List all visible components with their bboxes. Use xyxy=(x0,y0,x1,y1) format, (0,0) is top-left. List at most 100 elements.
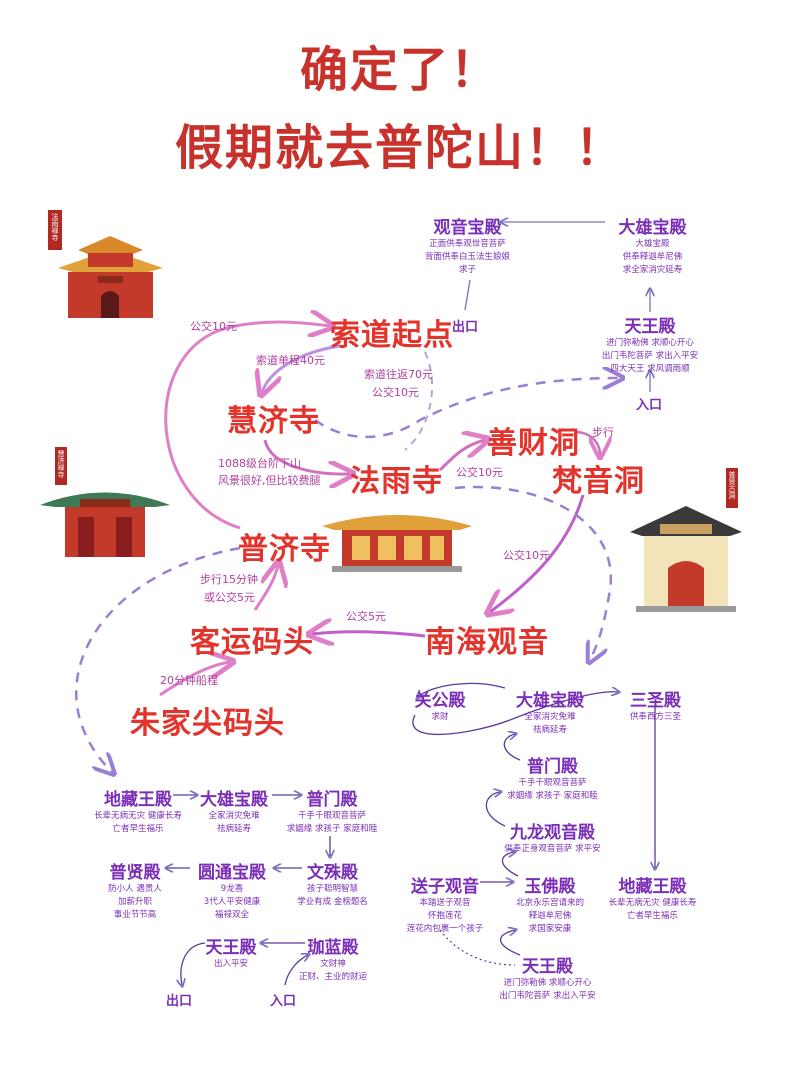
route-shancai-to-fanyin xyxy=(574,430,600,455)
hall-name: 天王殿 xyxy=(205,938,257,958)
hall-desc-1: 正面供奉观世音菩萨 xyxy=(429,239,506,249)
hall-name: 普门殿 xyxy=(306,790,358,810)
hall-desc-2: 怀抱莲花 xyxy=(427,911,462,921)
pj-hall-qielan: 珈蓝殿 文财神 正财、主业的财运 xyxy=(293,933,373,984)
fayu-entry: 入口 xyxy=(636,398,663,413)
node-puji: 普济寺 xyxy=(238,532,331,567)
hall-desc-3: 福禄双全 xyxy=(214,910,249,920)
hall-desc-2: 正财、主业的财运 xyxy=(298,972,367,982)
hall-name: 地藏王殿 xyxy=(618,877,687,897)
dash-puji-to-puji-temple xyxy=(75,546,241,772)
hall-desc-1: 全家消灾免难 xyxy=(524,712,576,722)
note-bus10-c: 公交10元 xyxy=(456,466,503,479)
note-walk: 步行 xyxy=(592,426,614,439)
nh-hall-pumen: 普门殿 千手千眼观音菩萨 求姻缘 求孩子 家庭和睦 xyxy=(495,752,610,803)
fayu-hall-tianwang: 天王殿 进门弥勒佛 求顺心开心 出门韦陀菩萨 求出入平安 四大天王 求风调雨顺 xyxy=(595,312,705,376)
hall-desc-2: 供奉释迦牟尼佛 xyxy=(622,252,683,262)
hall-desc-1: 全家消灾免难 xyxy=(208,811,260,821)
fayu-guanyin-to-exit xyxy=(464,279,471,311)
node-huiji: 慧济寺 xyxy=(227,404,320,439)
hall-desc-1: 求财 xyxy=(431,712,449,722)
note-bus5: 公交5元 xyxy=(346,610,386,623)
nh-daxiong-to-guangong xyxy=(418,682,506,697)
pj-hall-pumen: 普门殿 千手千眼观音菩萨 求姻缘 求孩子 家庭和睦 xyxy=(282,785,382,836)
hall-desc-1: 长辈无病无灾 健康长寿 xyxy=(608,898,697,908)
nh-pumen-to-daxiong xyxy=(503,734,521,761)
hall-name: 送子观音 xyxy=(411,877,479,897)
fayu-hall-guanyin: 观音宝殿 正面供奉观世音菩萨 背面供奉白玉法生娘娘 求子 xyxy=(420,213,515,277)
node-fayu: 法雨寺 xyxy=(350,464,443,499)
dash-huiji-to-fayu-temple xyxy=(314,378,620,439)
title-line-1: 确定了！ xyxy=(299,42,500,98)
pj-hall-dizang: 地藏王殿 长辈无病无灾 健康长寿 亡者早生福乐 xyxy=(88,785,188,836)
hall-name: 九龙观音殿 xyxy=(510,823,595,843)
hall-desc-1: 孩子聪明智慧 xyxy=(306,884,358,894)
hall-desc-2: 祛病延寿 xyxy=(532,725,567,735)
note-bus10-b: 公交10元 xyxy=(372,386,419,399)
hall-name: 地藏王殿 xyxy=(104,790,172,810)
pj-hall-puxian: 普贤殿 防小人 遇贵人 加薪升职 事业节节高 xyxy=(100,858,170,922)
nh-hall-tianwang: 天王殿 进门弥勒佛 求顺心开心 出门韦陀菩萨 求出入平安 xyxy=(490,952,605,1003)
hall-desc-2: 求姻缘 求孩子 家庭和睦 xyxy=(286,824,378,834)
hall-name: 普门殿 xyxy=(527,757,578,777)
hall-desc-3: 事业节节高 xyxy=(113,910,157,920)
hall-name: 文殊殿 xyxy=(307,863,358,883)
nh-yufo-to-jiulong xyxy=(501,852,519,877)
temple-sign: 法雨禅寺 xyxy=(48,210,62,250)
note-stairs-1: 1088级台阶下山 xyxy=(218,457,301,470)
hall-name: 天王殿 xyxy=(522,957,573,977)
hall-desc-2: 求姻缘 求孩子 家庭和睦 xyxy=(507,791,598,801)
hall-name: 圆通宝殿 xyxy=(198,863,266,883)
node-nanhai: 南海观音 xyxy=(425,625,549,660)
hall-desc-2: 出门韦陀菩萨 求出入平安 xyxy=(499,991,596,1001)
node-zhujia: 朱家尖码头 xyxy=(130,706,285,741)
hall-name: 普贤殿 xyxy=(109,863,161,883)
hall-desc-1: 进门弥勒佛 求顺心开心 xyxy=(606,338,694,348)
note-bus10-a: 公交10元 xyxy=(190,320,237,333)
temple-sign: 慧济禅寺 xyxy=(55,447,67,485)
route-zhujia-to-keyun xyxy=(159,662,230,697)
pj-hall-wenshu: 文殊殿 孩子聪明智慧 学业有成 金榜题名 xyxy=(290,858,375,909)
hall-desc-2: 背面供奉白玉法生娘娘 xyxy=(424,252,510,262)
hall-desc-1: 进门弥勒佛 求顺心开心 xyxy=(503,978,592,988)
hall-name: 关公殿 xyxy=(414,691,466,711)
hall-name: 大雄宝殿 xyxy=(516,691,584,711)
nh-jiulong-to-pumen xyxy=(485,792,506,827)
route-keyun-to-puji xyxy=(253,565,278,611)
temple-icon xyxy=(58,236,163,318)
nh-hall-daxiong: 大雄宝殿 全家消灾免难 祛病延寿 xyxy=(505,686,595,737)
hall-desc-1: 出入平安 xyxy=(213,959,248,969)
hall-name: 三圣殿 xyxy=(630,691,681,711)
node-suodao: 索道起点 xyxy=(330,318,454,353)
hall-desc-1: 供奉正身观音菩萨 求平安 xyxy=(504,844,601,854)
nh-guangong-to-sansheng xyxy=(412,692,618,736)
puji-temple-illustration xyxy=(322,508,472,572)
route-suodao-to-huiji xyxy=(262,344,341,392)
temple-icon xyxy=(40,492,170,557)
temple-icon xyxy=(322,515,472,572)
hall-desc-2: 祛病延寿 xyxy=(216,824,251,834)
note-cable-oneway: 索道单程40元 xyxy=(256,354,325,367)
hall-desc-1: 本踏送子观音 xyxy=(419,898,471,908)
dash-cable-down xyxy=(404,351,433,451)
note-bus10-d: 公交10元 xyxy=(503,549,550,562)
node-fanyin: 梵音洞 xyxy=(552,464,645,499)
temple-icon xyxy=(630,506,742,612)
hall-desc-1: 防小人 遇贵人 xyxy=(108,884,162,894)
puji-exit: 出口 xyxy=(166,994,193,1009)
fayu-temple-illustration: 法雨禅寺 xyxy=(48,210,168,320)
nh-tianwang-to-yufo xyxy=(499,930,521,956)
fayu-exit: 出口 xyxy=(452,320,479,335)
hall-desc-1: 9龙香 xyxy=(220,884,244,894)
hall-desc-2: 3代人平安健康 xyxy=(203,897,261,907)
route-huiji-to-fayu xyxy=(263,439,350,474)
hall-name: 珈蓝殿 xyxy=(307,938,359,958)
hall-desc-3: 求国家安康 xyxy=(528,924,572,934)
pj-hall-daxiong: 大雄宝殿 全家消灾免难 祛病延寿 xyxy=(194,785,274,836)
hall-desc-1: 千手千眼观音菩萨 xyxy=(518,778,587,788)
hall-desc-2: 释迦牟尼佛 xyxy=(528,911,572,921)
route-nanhai-to-keyun xyxy=(312,632,426,636)
nh-hall-yufo: 玉佛殿 北京永乐宫请来的 释迦牟尼佛 求国家安康 xyxy=(500,872,600,936)
temple-sign: 普贤古洞 xyxy=(726,468,738,508)
